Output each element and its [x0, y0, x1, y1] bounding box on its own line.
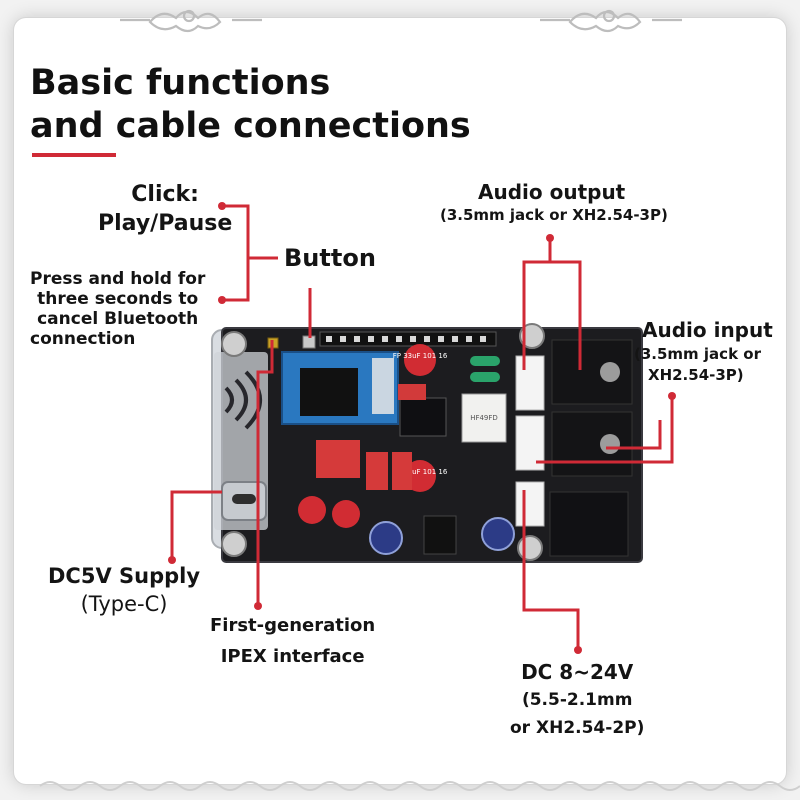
click-label-line-2: Play/Pause [98, 211, 233, 236]
relay-label: HF49FD [470, 414, 498, 422]
capacitor-top-label: FP 33uF 101 16 [393, 352, 448, 360]
dc-barrel-jack [549, 491, 629, 557]
press-hold-line-2: three seconds to [37, 289, 199, 309]
button-label: Button [284, 244, 376, 272]
dc5v-line-1: DC5V Supply [48, 564, 201, 588]
capacitor-mid-label: FP 33uF 101 16 [393, 468, 448, 476]
pin-header [319, 331, 497, 347]
audio-output-bracket [522, 260, 582, 370]
ipex-line-2: IPEX interface [220, 646, 365, 667]
title-line-2: and cable connections [30, 106, 471, 146]
blue-capacitor-left [369, 521, 403, 555]
cloud-ornament-right [540, 9, 682, 33]
dc-input-sub-1: (5.5-2.1mm [521, 690, 633, 710]
dc-input-label: DC 8~24V (5.5-2.1mm or XH2.54-2P) [510, 658, 644, 742]
title-underline [32, 153, 116, 157]
dc-input-main: DC 8~24V [521, 660, 634, 684]
relay [461, 393, 507, 443]
usb-c-slot [232, 494, 256, 504]
capacitor-bottom-1 [298, 496, 326, 524]
cloud-ornament-left [120, 9, 262, 33]
audio-input-line [536, 396, 674, 464]
dc-input-sub-2: or XH2.54-2P) [510, 718, 645, 738]
ipex-line [256, 340, 274, 604]
xh-connectors [515, 355, 545, 527]
capacitor-bottom-2 [332, 500, 360, 528]
blue-capacitor-right [481, 517, 515, 551]
audio-input-sub-label: (3.5mm jack or XH2.54-3P) [634, 344, 761, 386]
audio-input-sub-line-2: XH2.54-3P) [648, 366, 744, 384]
voltage-regulator [423, 515, 457, 555]
audio-output-jack-hole [600, 362, 620, 382]
press-hold-line-3: cancel Bluetooth [37, 309, 199, 329]
title-line-1: Basic functions [30, 63, 331, 103]
audio-input-sub-line-1: (3.5mm jack or [634, 345, 761, 363]
capacitor-top [404, 344, 436, 376]
press-hold-label: Press and hold for three seconds to canc… [30, 269, 205, 349]
button-bracket [222, 204, 250, 302]
film-capacitors [316, 440, 412, 490]
module-antenna-area [372, 358, 394, 414]
audio-output-label: Audio output [478, 180, 626, 204]
amplifier-chip [399, 397, 447, 437]
audio-input-line-2 [606, 420, 662, 450]
dc5v-line-2: (Type-C) [80, 592, 168, 616]
bluetooth-chip [300, 368, 358, 416]
ipex-line-1: First-generation [210, 615, 376, 636]
bluetooth-wave-icon [224, 370, 262, 430]
page-title: Basic functions and cable connections [30, 62, 471, 148]
ipex-label: First-generation IPEX interface [210, 610, 375, 672]
dc5v-label: DC5V Supply (Type-C) [48, 562, 200, 618]
red-smd-block [398, 384, 426, 400]
dc5v-line [170, 490, 222, 558]
click-label-line-1: Click: [131, 182, 199, 207]
press-hold-line-1: Press and hold for [30, 269, 206, 289]
click-label: Click: Play/Pause [98, 180, 232, 238]
audio-output-sub-label: (3.5mm jack or XH2.54-3P) [440, 206, 668, 224]
press-hold-line-4: connection [30, 329, 136, 349]
green-inductors [470, 356, 500, 382]
audio-input-label: Audio input [642, 318, 773, 342]
dc-input-bracket [522, 490, 580, 648]
bottom-border-ornament [39, 781, 800, 791]
